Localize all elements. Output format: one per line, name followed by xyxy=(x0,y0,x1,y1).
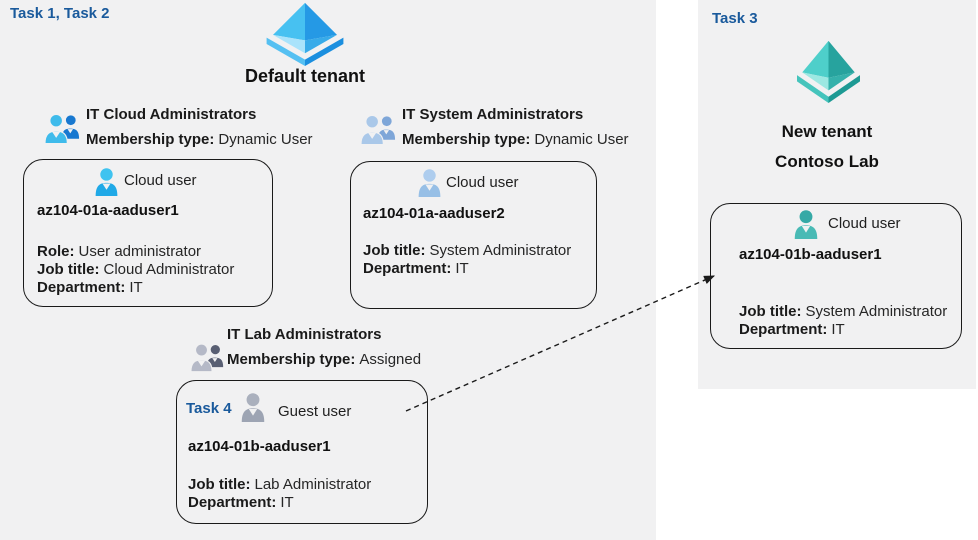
user-attr-department: Department:IT xyxy=(37,279,143,296)
group-title-system-admins: IT System Administrators xyxy=(402,106,584,123)
new-tenant-name-line1: New tenant xyxy=(781,122,873,141)
membership-value: Assigned xyxy=(359,351,422,368)
attr-label: Job title: xyxy=(739,303,802,320)
user-attr-jobtitle: Job title:Cloud Administrator xyxy=(37,261,234,278)
user-type-label: Cloud user xyxy=(828,215,901,232)
user-card-guest-aaduser1: Task 4 Guest user az104-01b-aaduser1 Job… xyxy=(176,380,428,524)
attr-value: IT xyxy=(831,321,845,338)
attr-value: System Administrator xyxy=(429,242,572,259)
group-icon-cloud-admins xyxy=(44,113,80,144)
user-type-label: Cloud user xyxy=(124,172,197,189)
user-name: az104-01b-aaduser1 xyxy=(188,438,331,455)
user-name: az104-01a-aaduser1 xyxy=(37,202,179,219)
attr-value: Cloud Administrator xyxy=(103,261,235,278)
task-3-label: Task 3 xyxy=(712,10,758,27)
cloud-user-icon xyxy=(95,168,118,196)
attr-label: Department: xyxy=(188,494,277,511)
default-tenant-panel xyxy=(0,0,656,540)
attr-value: IT xyxy=(129,279,143,296)
user-attr-jobtitle: Job title:Lab Administrator xyxy=(188,476,371,493)
group-icon-lab-admins xyxy=(190,343,224,372)
attr-value: Lab Administrator xyxy=(254,476,372,493)
attr-label: Department: xyxy=(37,279,126,296)
user-name: az104-01a-aaduser2 xyxy=(363,205,505,222)
cloud-user-icon xyxy=(794,210,818,239)
user-attr-role: Role:User administrator xyxy=(37,243,201,260)
membership-label: Membership type: xyxy=(86,131,215,148)
user-type-label: Guest user xyxy=(278,403,352,420)
user-card-aaduser2: Cloud user az104-01a-aaduser2 Job title:… xyxy=(350,161,597,309)
attr-value: IT xyxy=(455,260,469,277)
cloud-user-icon xyxy=(418,169,441,197)
attr-label: Job title: xyxy=(37,261,100,278)
group-membership-system-admins: Membership type:Dynamic User xyxy=(402,131,629,148)
membership-label: Membership type: xyxy=(402,131,531,148)
membership-value: Dynamic User xyxy=(534,131,629,148)
user-type-label: Cloud user xyxy=(446,174,519,191)
user-card-aaduser1: Cloud user az104-01a-aaduser1 Role:User … xyxy=(23,159,273,307)
azure-ad-tenant-icon xyxy=(266,2,344,66)
group-title-lab-admins: IT Lab Administrators xyxy=(227,326,382,343)
user-attr-jobtitle: Job title:System Administrator xyxy=(739,303,947,320)
attr-value: IT xyxy=(280,494,294,511)
user-name: az104-01b-aaduser1 xyxy=(739,246,882,263)
attr-label: Job title: xyxy=(188,476,251,493)
task-1-2-label: Task 1, Task 2 xyxy=(10,5,110,22)
user-attr-jobtitle: Job title:System Administrator xyxy=(363,242,571,259)
attr-label: Role: xyxy=(37,243,75,260)
group-icon-system-admins xyxy=(360,114,396,145)
attr-value: System Administrator xyxy=(805,303,948,320)
membership-label: Membership type: xyxy=(227,351,356,368)
user-attr-department: Department:IT xyxy=(188,494,294,511)
membership-value: Dynamic User xyxy=(218,131,313,148)
group-membership-cloud-admins: Membership type:Dynamic User xyxy=(86,131,313,148)
attr-label: Department: xyxy=(739,321,828,338)
user-attr-department: Department:IT xyxy=(739,321,845,338)
new-tenant-name-line2: Contoso Lab xyxy=(775,152,879,171)
new-tenant-icon xyxy=(797,40,860,103)
user-attr-department: Department:IT xyxy=(363,260,469,277)
attr-label: Job title: xyxy=(363,242,426,259)
guest-user-icon xyxy=(241,393,265,422)
task-4-label: Task 4 xyxy=(186,400,232,417)
group-title-cloud-admins: IT Cloud Administrators xyxy=(86,106,257,123)
user-card-newtenant-aaduser1: Cloud user az104-01b-aaduser1 Job title:… xyxy=(710,203,962,349)
group-membership-lab-admins: Membership type:Assigned xyxy=(227,351,421,368)
default-tenant-name: Default tenant xyxy=(244,66,365,86)
attr-value: User administrator xyxy=(78,243,202,260)
attr-label: Department: xyxy=(363,260,452,277)
